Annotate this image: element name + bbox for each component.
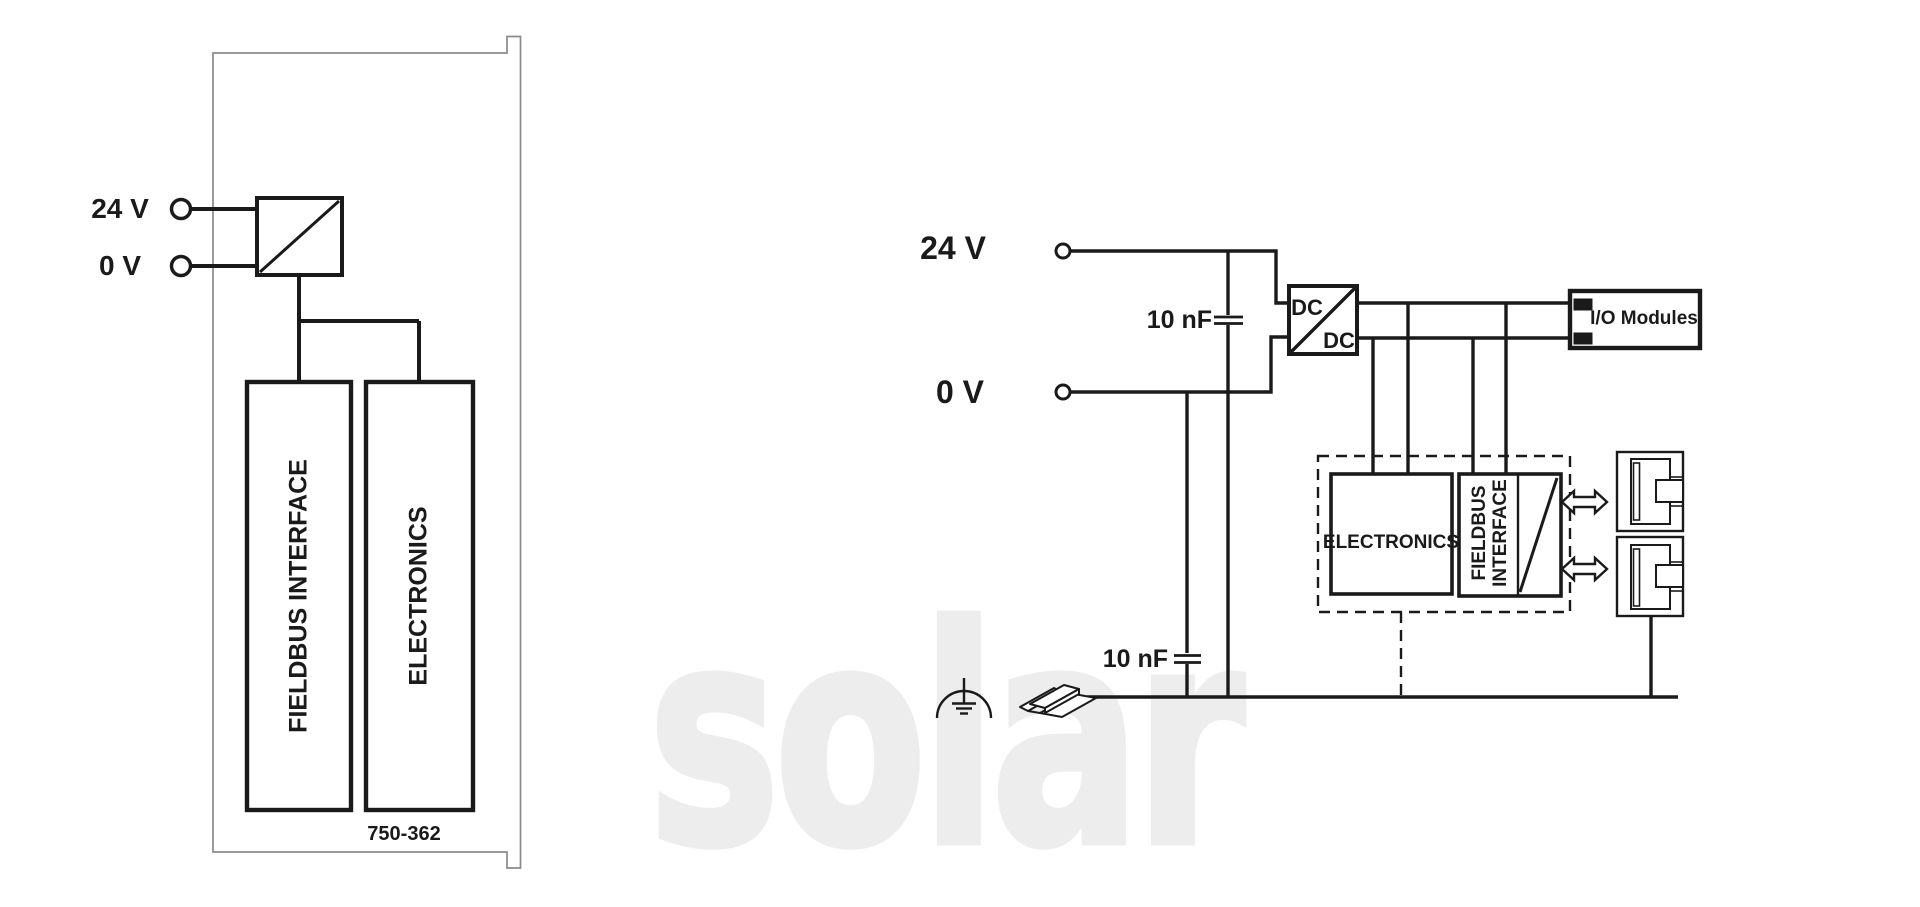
din-rail-icon <box>1019 684 1097 718</box>
right-terminal-0v-label: 0 V <box>935 374 985 410</box>
dcdc-converter-box <box>1287 284 1359 356</box>
io-modules-label: I/O Modules <box>1590 308 1698 329</box>
left-electronics-label: ELECTRONICS <box>404 506 433 686</box>
rj45-port-top-icon <box>1615 450 1685 533</box>
fieldbus-arrow-top-icon <box>1560 488 1609 516</box>
left-fieldbus-interface-label: FIELDBUS INTERFACE <box>284 459 313 733</box>
right-fieldbus-interface-block <box>1457 472 1563 598</box>
left-terminal-24v-circle <box>169 197 193 221</box>
right-fieldbus-interface-label: FIELDBUS INTERFACE <box>1469 479 1511 587</box>
left-fieldbus-interface-block <box>244 379 354 813</box>
left-terminal-24v-label: 24 V <box>91 193 149 224</box>
right-terminal-24v-circle <box>1054 242 1072 260</box>
dcdc-label-bottom: DC <box>1323 328 1355 353</box>
right-terminal-0v-circle <box>1054 383 1072 401</box>
right-electronics-label: ELECTRONICS <box>1322 532 1460 553</box>
right-wires <box>1071 249 1678 699</box>
left-terminal-0v-label: 0 V <box>98 250 142 281</box>
rj45-port-bottom-icon <box>1615 535 1685 618</box>
capacitor-bottom-icon <box>1174 654 1201 664</box>
fieldbus-label-line2: INTERFACE <box>1490 479 1511 587</box>
model-number-label: 750-362 <box>367 823 441 845</box>
left-dcdc-converter-icon <box>255 196 344 277</box>
capacitor-top-label: 10 nF <box>1146 306 1212 334</box>
io-modules-box <box>1567 288 1703 351</box>
fieldbus-label-line1: FIELDBUS <box>1469 485 1490 581</box>
left-supply-wires <box>191 207 421 382</box>
capacitor-bottom-label: 10 nF <box>1102 645 1168 673</box>
right-electronics-block <box>1329 472 1454 596</box>
left-electronics-block <box>363 379 476 813</box>
io-contact-top <box>1573 298 1593 311</box>
earth-ground-icon <box>935 678 993 719</box>
io-contact-bottom <box>1573 332 1593 345</box>
right-terminal-24v-label: 24 V <box>920 230 986 266</box>
fieldbus-arrow-bottom-icon <box>1560 555 1609 583</box>
left-terminal-0v-circle <box>169 254 193 278</box>
capacitor-top-icon <box>1214 315 1243 325</box>
dcdc-label-top: DC <box>1291 295 1323 320</box>
module-contour <box>212 35 522 869</box>
solar-watermark: solar <box>645 564 1247 907</box>
isolation-boundary-dashed <box>1316 454 1572 614</box>
